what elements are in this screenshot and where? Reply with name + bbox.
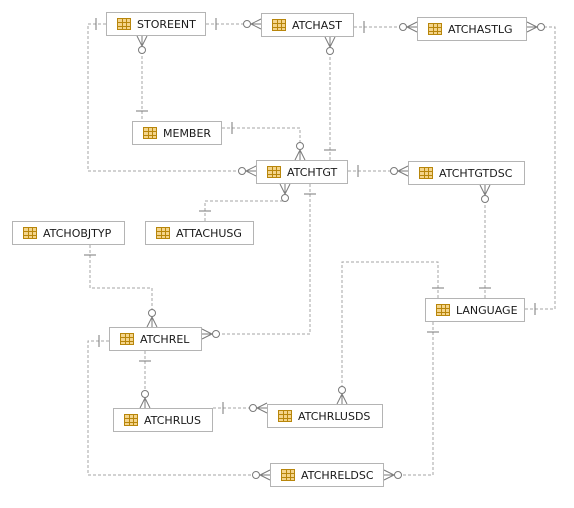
optional-marker-storeent-atchast [243, 20, 251, 28]
optional-marker-language-atchastlg [537, 23, 545, 31]
table-icon [281, 469, 295, 481]
relationship-line-atchobjtyp-atchrel [89, 245, 153, 327]
table-icon [419, 167, 433, 179]
optional-marker-member-atchtgt [296, 142, 304, 150]
optional-marker-atchtgt-atchrel [212, 330, 220, 338]
entity-atchrel[interactable]: ATCHREL [109, 327, 202, 351]
entity-atchreldsc[interactable]: ATCHRELDSC [270, 463, 384, 487]
relationship-line-atchtgt-atchrel [202, 184, 311, 335]
optional-marker-atchobjtyp-atchrel [148, 309, 156, 317]
optional-marker-atchrlus-atchrlusds [249, 404, 257, 412]
table-icon [278, 410, 292, 422]
optional-marker-atchtgt-atchtgtdsc [390, 167, 398, 175]
entity-label: LANGUAGE [456, 303, 518, 317]
optional-marker-storeent-member [138, 46, 146, 54]
table-icon [143, 127, 157, 139]
table-icon [267, 166, 281, 178]
table-icon [23, 227, 37, 239]
entity-atchrlus[interactable]: ATCHRLUS [113, 408, 213, 432]
table-icon [120, 333, 134, 345]
entity-atchtgt[interactable]: ATCHTGT [256, 160, 348, 184]
entity-atchast[interactable]: ATCHAST [261, 13, 354, 37]
optional-marker-language-atchrlusds [338, 386, 346, 394]
entity-storeent[interactable]: STOREENT [106, 12, 206, 36]
entity-label: ATCHRLUSDS [298, 409, 371, 423]
entity-attachusg[interactable]: ATTACHUSG [145, 221, 254, 245]
entity-member[interactable]: MEMBER [132, 121, 222, 145]
entity-label: ATCHRELDSC [301, 468, 374, 482]
optional-marker-storeent-atchtgt [238, 167, 246, 175]
entity-label: ATCHRLUS [144, 413, 201, 427]
optional-marker-language-atchreldsc [394, 471, 402, 479]
optional-marker-attachusg-atchtgt [281, 194, 289, 202]
table-icon [436, 304, 450, 316]
optional-marker-atchrel-atchrlus [141, 390, 149, 398]
relationship-line-language-atchrlusds [341, 261, 439, 404]
table-icon [428, 23, 442, 35]
entity-label: ATCHTGTDSC [439, 166, 513, 180]
table-icon [272, 19, 286, 31]
optional-marker-atchast-atchastlg [399, 23, 407, 31]
relationship-line-member-atchtgt [222, 127, 301, 160]
optional-marker-atchast-atchtgt [326, 47, 334, 55]
entity-atchrlusds[interactable]: ATCHRLUSDS [267, 404, 383, 428]
relationship-markers [84, 18, 545, 481]
entity-label: ATCHOBJTYP [43, 226, 112, 240]
relationship-lines [87, 23, 556, 476]
entity-atchobjtyp[interactable]: ATCHOBJTYP [12, 221, 125, 245]
entity-label: STOREENT [137, 17, 196, 31]
optional-marker-atchrel-atchreldsc [252, 471, 260, 479]
relationship-line-language-atchreldsc [384, 322, 434, 476]
entity-label: ATTACHUSG [176, 226, 242, 240]
entity-label: ATCHAST [292, 18, 342, 32]
entity-atchastlg[interactable]: ATCHASTLG [417, 17, 527, 41]
entity-atchtgtdsc[interactable]: ATCHTGTDSC [408, 161, 525, 185]
table-icon [117, 18, 131, 30]
entity-label: ATCHREL [140, 332, 190, 346]
relationship-line-language-atchastlg [525, 26, 556, 310]
entity-label: ATCHASTLG [448, 22, 513, 36]
relationship-line-storeent-atchtgt [87, 23, 256, 172]
table-icon [156, 227, 170, 239]
entity-label: MEMBER [163, 126, 212, 140]
table-icon [124, 414, 138, 426]
optional-marker-language-atchtgtdsc [481, 195, 489, 203]
entity-label: ATCHTGT [287, 165, 338, 179]
entity-language[interactable]: LANGUAGE [425, 298, 525, 322]
relationship-line-attachusg-atchtgt [204, 184, 286, 221]
